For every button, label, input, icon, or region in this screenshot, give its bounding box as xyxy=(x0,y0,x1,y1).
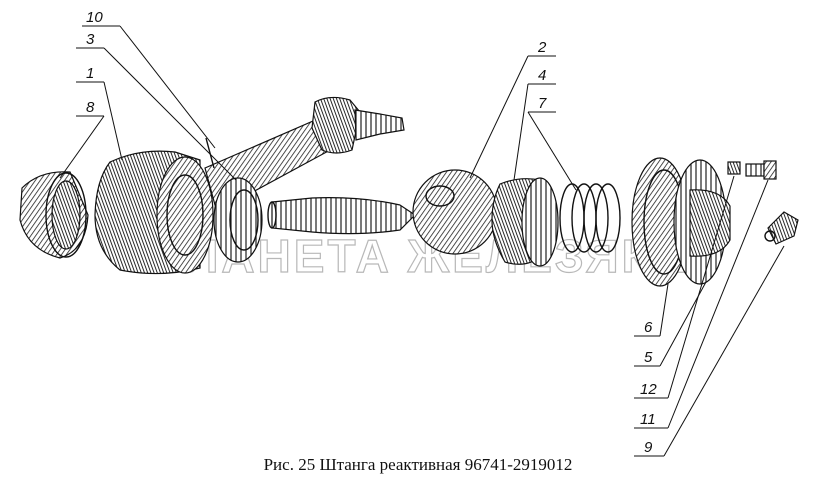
part-3-ring xyxy=(213,177,263,263)
callout-7: 7 xyxy=(538,95,547,112)
figure-caption: Рис. 25 Штанга реактивная 96741-2919012 xyxy=(263,455,573,474)
part-8-boot xyxy=(19,171,89,259)
callout-12: 12 xyxy=(640,381,657,398)
part-12-nut xyxy=(727,161,741,175)
callout-leaders xyxy=(59,25,785,457)
callout-11: 11 xyxy=(640,411,656,428)
part-11-bolt xyxy=(745,160,777,180)
callout-9: 9 xyxy=(644,439,653,456)
callout-8: 8 xyxy=(86,99,95,116)
callout-3: 3 xyxy=(86,31,95,48)
callout-1: 1 xyxy=(86,65,94,82)
part-2-ball-pin xyxy=(267,169,498,255)
callout-labels: 10 3 1 8 2 4 7 6 5 12 11 9 xyxy=(86,9,657,456)
callout-10: 10 xyxy=(86,9,103,26)
part-9-grease-fitting xyxy=(764,211,799,245)
callout-5: 5 xyxy=(644,349,653,366)
callout-4: 4 xyxy=(538,67,546,84)
callout-2: 2 xyxy=(537,39,547,56)
part-4-bearing-cup xyxy=(491,177,559,267)
part-5-cover xyxy=(673,159,731,285)
part-1-rubber-bush xyxy=(94,150,214,275)
callout-6: 6 xyxy=(644,319,653,336)
